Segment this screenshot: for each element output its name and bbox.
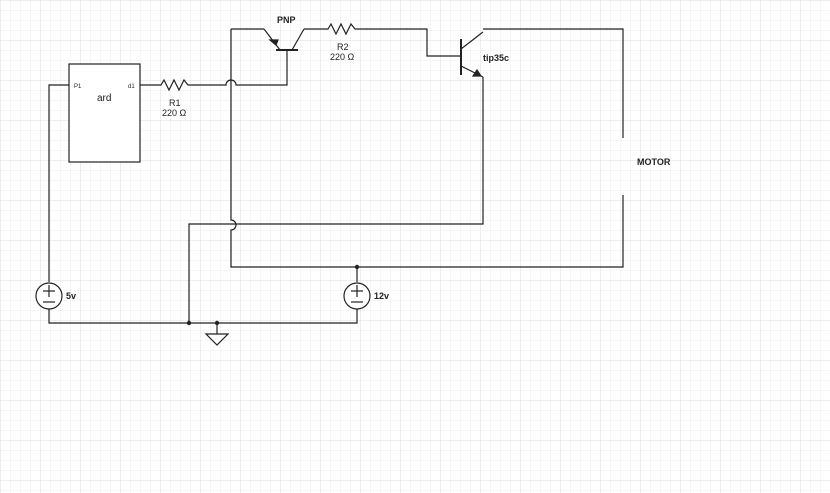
pnp-transistor-icon <box>263 28 305 51</box>
ground-icon[interactable] <box>204 333 230 346</box>
wire-ground-bus[interactable] <box>48 309 358 324</box>
junction-ground-center <box>214 320 220 326</box>
pnp-label: PNP <box>277 15 296 25</box>
resistor-icon <box>158 78 191 92</box>
tip35c-transistor[interactable]: tip35c <box>460 31 509 78</box>
source-5v-label: 5v <box>66 291 76 301</box>
wire-tip-to-motor[interactable] <box>483 28 624 138</box>
tip-label: tip35c <box>483 53 509 63</box>
r1-name: R1 <box>169 98 181 108</box>
pnp-transistor[interactable]: PNP <box>263 15 305 51</box>
junction-12v-rail <box>354 264 360 270</box>
resistor-r1[interactable]: R1 220 Ω <box>158 78 191 118</box>
arduino-pin-d1: d1 <box>128 84 135 90</box>
arduino-pin-p1: P1 <box>74 84 82 90</box>
wire-r1-to-pnp-base[interactable] <box>191 50 288 86</box>
r2-name: R2 <box>337 42 349 52</box>
arduino-label: ard <box>97 93 111 104</box>
source-12v-label: 12v <box>374 291 389 301</box>
wire-r2-to-tip-base[interactable] <box>357 28 461 57</box>
npn-transistor-icon <box>460 31 484 78</box>
arduino-block[interactable]: ard P1 d1 <box>68 63 141 163</box>
resistor-r2[interactable]: R2 220 Ω <box>325 22 357 62</box>
motor-label: MOTOR <box>637 157 671 167</box>
voltage-source-icon <box>35 282 63 310</box>
voltage-source-icon <box>343 282 371 310</box>
r2-value: 220 Ω <box>330 52 355 62</box>
resistor-icon <box>325 22 357 36</box>
r1-value: 220 Ω <box>162 108 187 118</box>
wire-tip-emitter-return[interactable] <box>188 77 484 323</box>
source-12v[interactable]: 12v <box>343 282 389 310</box>
junction-ground-left <box>186 320 192 326</box>
source-5v[interactable]: 5v <box>35 282 76 310</box>
wire-left-vertical[interactable] <box>230 29 624 268</box>
wires <box>48 28 624 334</box>
wire-5v-to-p1[interactable] <box>48 84 69 282</box>
